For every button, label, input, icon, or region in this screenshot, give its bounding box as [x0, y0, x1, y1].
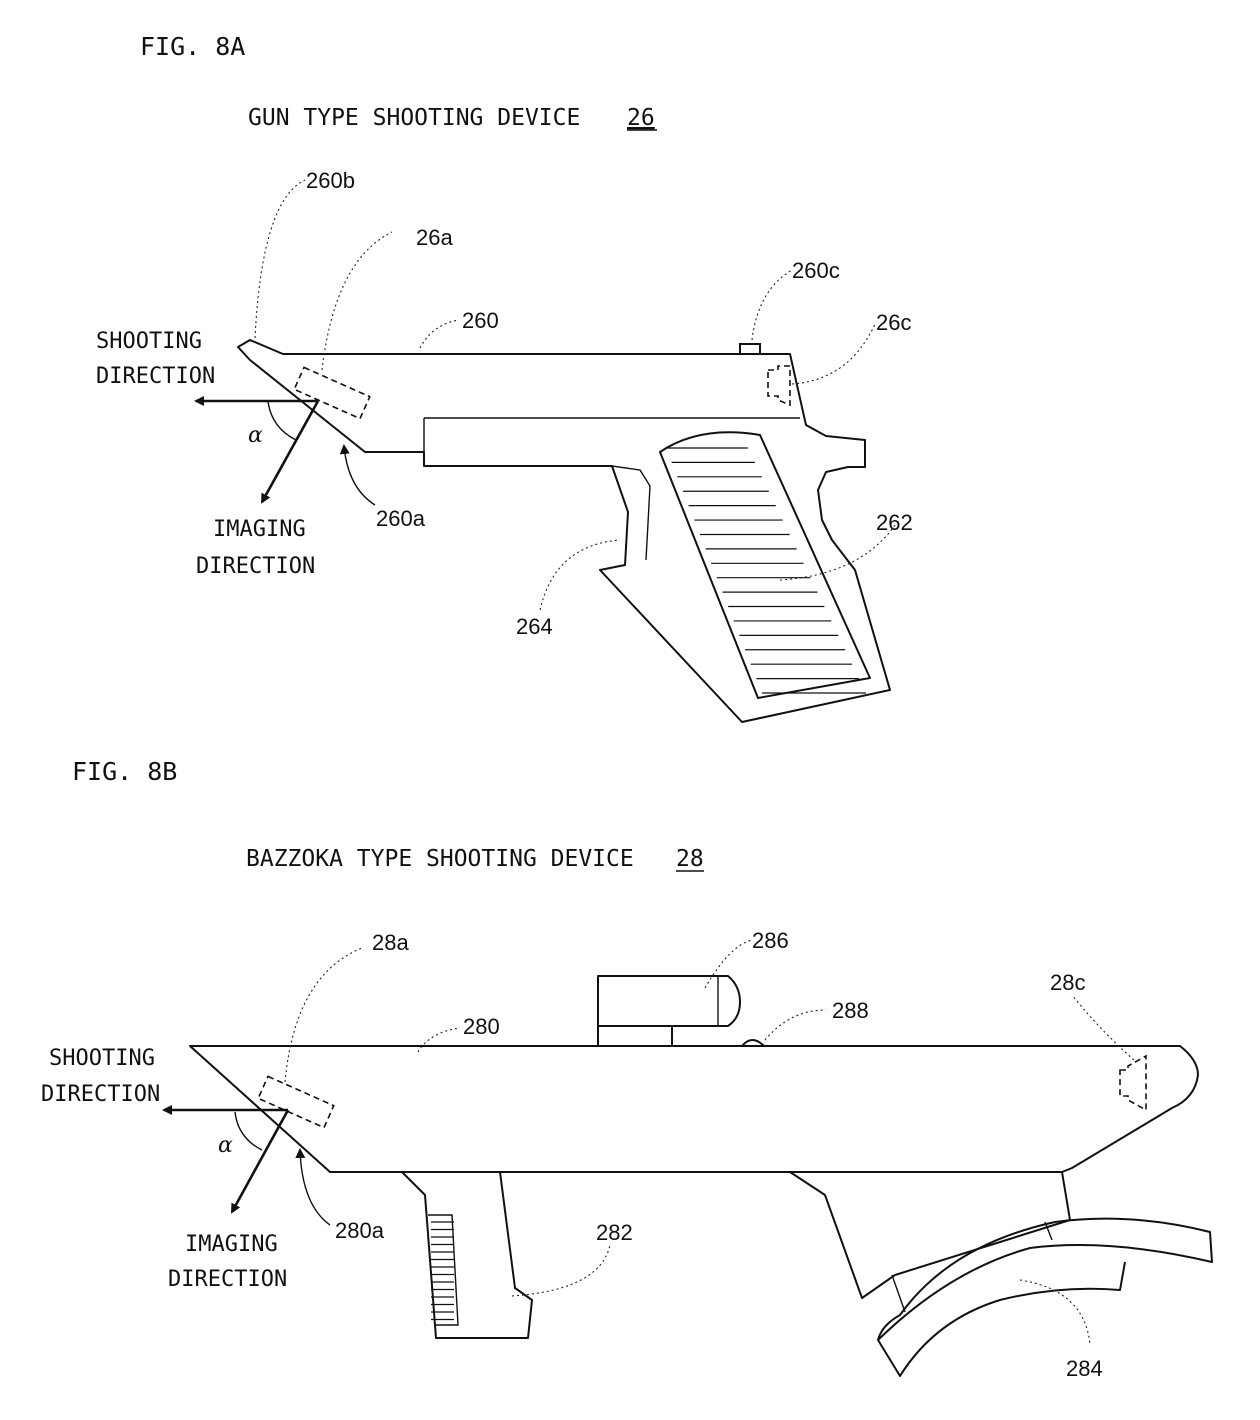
ref-260a: 260a	[376, 506, 426, 531]
ref-288: 288	[832, 998, 869, 1023]
fig-8a-label: FIG. 8A	[140, 32, 245, 61]
leader-26a	[322, 232, 392, 370]
shooting-direction-label-line2: DIRECTION	[96, 364, 215, 389]
alpha-arc	[268, 402, 296, 440]
imaging-direction-label-b-line1: IMAGING	[185, 1232, 278, 1257]
ref-260c: 260c	[792, 258, 840, 283]
leader-282	[512, 1245, 610, 1296]
ref-284: 284	[1066, 1356, 1103, 1381]
ref-26c: 26c	[876, 310, 911, 335]
alpha-symbol: α	[248, 423, 263, 448]
ref-262: 262	[876, 510, 913, 535]
speaker-28c	[1120, 1056, 1146, 1110]
imaging-direction-arrow-b	[232, 1110, 288, 1212]
fig-8a-caption: GUN TYPE SHOOTING DEVICE	[248, 105, 580, 131]
imaging-direction-label-b-line2: DIRECTION	[168, 1267, 287, 1292]
camera-28a	[258, 1076, 334, 1127]
imaging-direction-label-line1: IMAGING	[213, 517, 306, 542]
rear-sight-260c	[740, 344, 760, 354]
fig-8a-caption-ref: 26	[627, 105, 655, 131]
alpha-arc-b	[235, 1112, 262, 1150]
figure-8b: FIG. 8B BAZZOKA TYPE SHOOTING DEVICE 28	[41, 757, 1212, 1381]
shooting-direction-label-b-line2: DIRECTION	[41, 1082, 160, 1107]
ref-280: 280	[463, 1014, 500, 1039]
imaging-direction-arrow	[262, 401, 318, 502]
ref-26a: 26a	[416, 225, 453, 250]
leader-286	[705, 940, 752, 988]
grip-282	[402, 1172, 532, 1338]
leader-26c	[792, 322, 876, 384]
leader-280	[418, 1028, 460, 1052]
leader-28c	[1072, 995, 1134, 1060]
stock-284	[878, 1219, 1212, 1376]
camera-26a	[294, 367, 370, 418]
scope-286	[598, 976, 740, 1046]
shooting-direction-label-line1: SHOOTING	[96, 329, 202, 354]
leader-260c	[752, 270, 792, 340]
bazooka-body-280	[190, 1046, 1198, 1312]
leader-288	[765, 1010, 826, 1040]
ref-286: 286	[752, 928, 789, 953]
imaging-direction-label-line2: DIRECTION	[196, 554, 315, 579]
figure-8a: FIG. 8A GUN TYPE SHOOTING DEVICE 26	[96, 32, 913, 722]
ref-260b: 260b	[306, 168, 355, 193]
ref-282: 282	[596, 1220, 633, 1245]
ref-280a: 280a	[335, 1218, 385, 1243]
leader-260b	[255, 180, 305, 338]
leader-260a	[344, 446, 375, 505]
fig-8b-caption: BAZZOKA TYPE SHOOTING DEVICE	[246, 846, 634, 872]
fig-8b-caption-ref: 28	[676, 846, 704, 872]
ref-264: 264	[516, 614, 553, 639]
leader-28a	[285, 948, 362, 1082]
grip-262	[660, 432, 870, 698]
leader-280a	[300, 1150, 330, 1225]
ref-28c: 28c	[1050, 970, 1085, 995]
shooting-direction-label-b-line1: SHOOTING	[49, 1046, 155, 1071]
ref-260: 260	[462, 308, 499, 333]
alpha-symbol-b: α	[218, 1133, 233, 1158]
ref-28a: 28a	[372, 930, 409, 955]
leader-264	[540, 540, 620, 610]
fig-8b-label: FIG. 8B	[72, 757, 177, 786]
speaker-26c	[768, 366, 790, 405]
leader-260	[420, 320, 458, 348]
